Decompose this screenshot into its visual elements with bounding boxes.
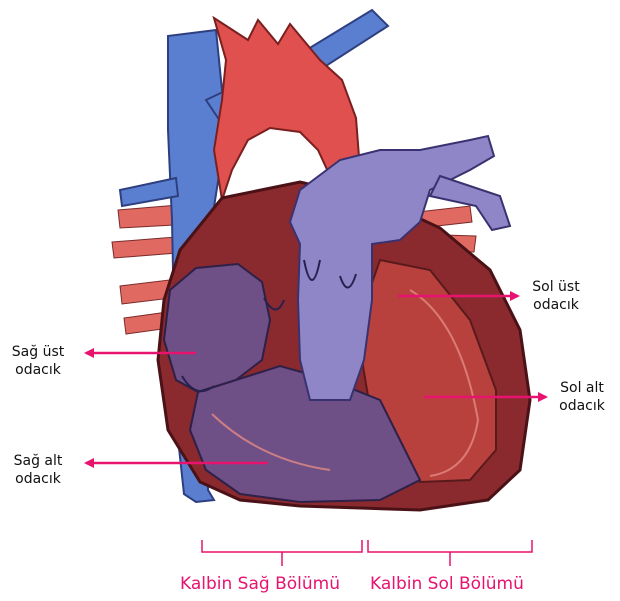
label-right-atrium-line1: Sağ üst [2,343,74,361]
label-right-ventricle: Sağ alt odacık [2,452,74,488]
label-right-ventricle-line1: Sağ alt [2,452,74,470]
label-left-atrium-line2: odacık [520,296,592,314]
label-right-ventricle-line2: odacık [2,470,74,488]
label-right-atrium: Sağ üst odacık [2,343,74,379]
vena-cava-branch-lower [120,178,178,206]
section-left-title: Kalbin Sol Bölümü [370,574,524,594]
label-left-atrium-line1: Sol üst [520,278,592,296]
bracket-right-section [202,540,362,566]
label-right-atrium-line2: odacık [2,361,74,379]
label-left-ventricle: Sol alt odacık [548,379,616,415]
label-left-atrium: Sol üst odacık [520,278,592,314]
label-left-ventricle-line1: Sol alt [548,379,616,397]
bracket-left-section [368,540,532,566]
section-right-title: Kalbin Sağ Bölümü [180,574,340,594]
label-left-ventricle-line2: odacık [548,397,616,415]
